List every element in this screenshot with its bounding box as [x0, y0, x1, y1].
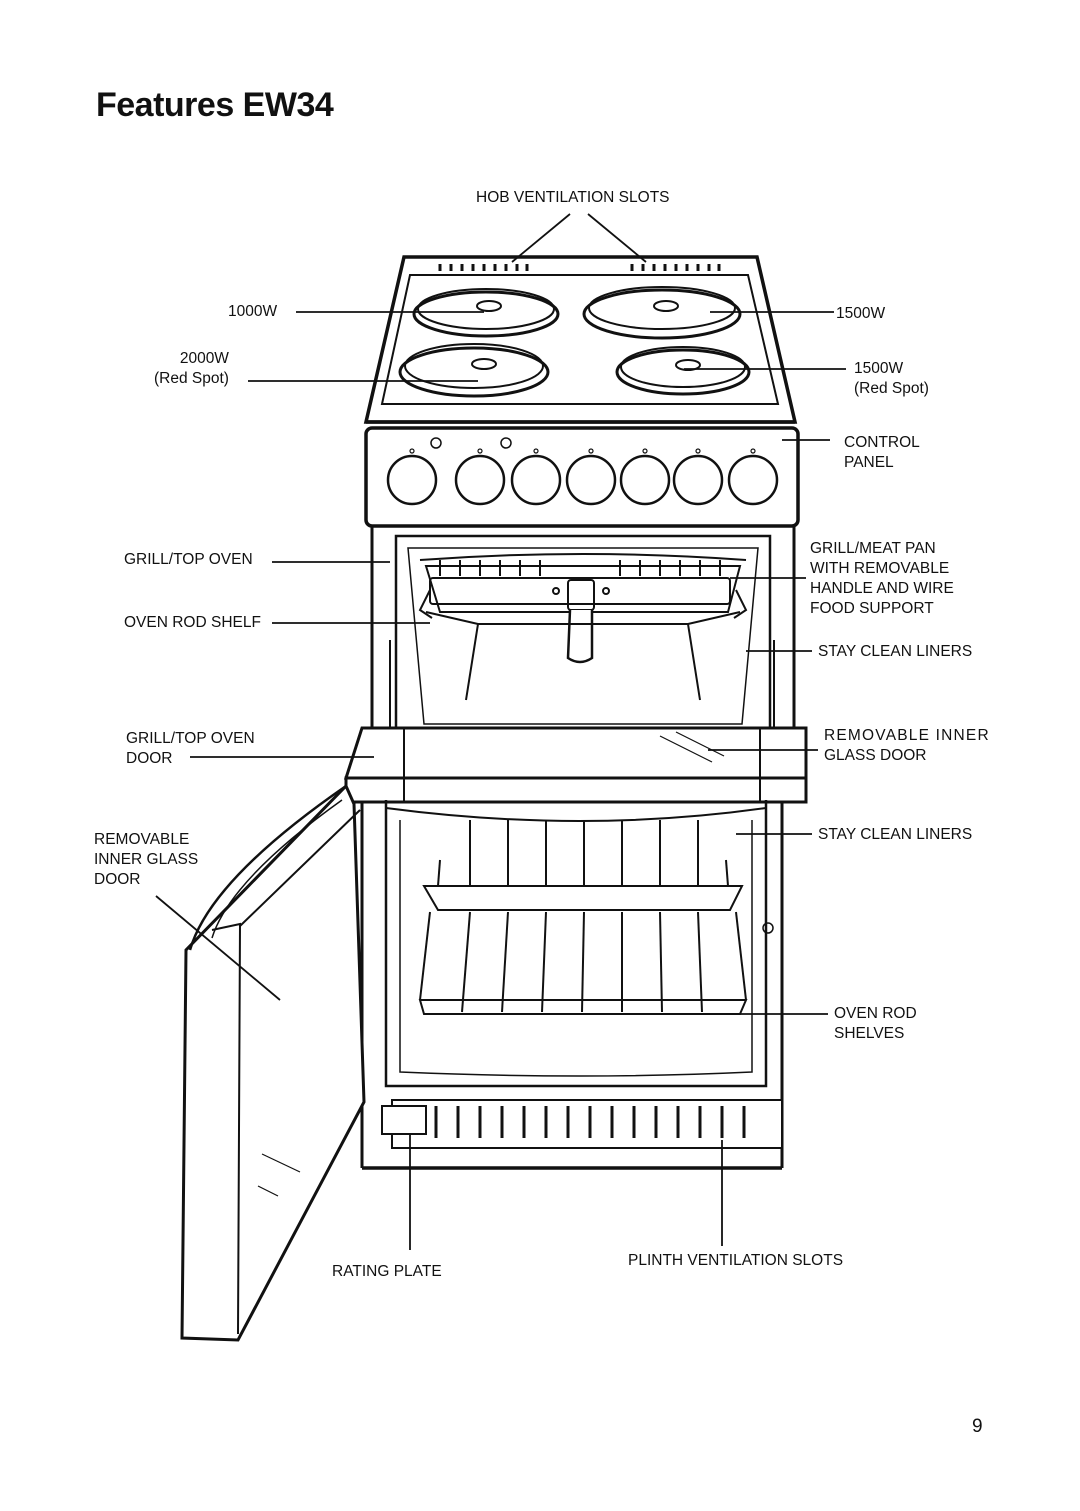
plinth-ventilation-slots: [434, 1106, 746, 1138]
label-grill-meat-pan: GRILL/MEAT PAN WITH REMOVABLE HANDLE AND…: [810, 539, 954, 619]
label-oven-rod-shelves: OVEN ROD SHELVES: [834, 1004, 917, 1044]
label-grill-meat-pan-line4: FOOD SUPPORT: [810, 600, 934, 617]
main-oven-upper-rod-shelf: [422, 820, 744, 911]
grill-oven-rod-shelf: [418, 589, 748, 701]
label-hotplate-2000w-line1: 2000W: [179, 350, 229, 367]
label-removable-inner-glass-door-left-line1: REMOVABLE: [94, 831, 190, 848]
label-oven-rod-shelves-line2: SHELVES: [834, 1025, 905, 1042]
grill-pan-handle: [552, 579, 610, 664]
hotplate-1000w: [412, 288, 560, 338]
grill-meat-pan: [424, 560, 742, 613]
label-removable-inner-glass-door-right-line2: GLASS DOOR: [824, 747, 927, 764]
page-title: Features EW34: [96, 86, 334, 124]
rating-plate: [381, 1105, 427, 1135]
label-removable-inner-glass-door-right-line1: REMOVABLE INNER: [824, 727, 990, 744]
label-hotplate-1500w-red-spot-line1: 1500W: [854, 360, 904, 377]
label-hotplate-2000w: 2000W (Red Spot): [154, 349, 229, 389]
label-hotplate-1500w-red-spot: 1500W (Red Spot): [854, 359, 929, 399]
hob-ventilation-slots: [438, 264, 721, 271]
grill-door-glass-reflection: [659, 731, 725, 763]
label-removable-inner-glass-door-left-line3: DOOR: [94, 871, 141, 888]
hotplate-2000w-red-spot: [398, 343, 550, 398]
plinth: [381, 1099, 783, 1149]
label-stay-clean-liners-top: STAY CLEAN LINERS: [818, 643, 973, 660]
label-control-panel: CONTROL PANEL: [844, 433, 920, 473]
label-hotplate-1500w-red-spot-line2: (Red Spot): [854, 380, 929, 397]
hotplate-1500w-red-spot: [615, 346, 751, 396]
label-hob-ventilation-slots: HOB VENTILATION SLOTS: [476, 189, 670, 206]
main-oven-door: [180, 783, 366, 1342]
label-grill-meat-pan-line2: WITH REMOVABLE: [810, 560, 950, 577]
label-grill-meat-pan-line3: HANDLE AND WIRE: [810, 580, 954, 597]
label-hotplate-1500w: 1500W: [836, 305, 886, 322]
control-knobs: [386, 454, 779, 506]
grill-top-oven-door: [343, 726, 808, 804]
label-grill-top-oven-door-line1: GRILL/TOP OVEN: [126, 730, 255, 747]
label-oven-rod-shelves-line1: OVEN ROD: [834, 1005, 917, 1022]
control-panel: [364, 426, 800, 528]
control-indicator-lights: [430, 437, 512, 449]
label-grill-meat-pan-line1: GRILL/MEAT PAN: [810, 540, 936, 557]
grill-top-oven: [375, 534, 777, 745]
page-number: 9: [972, 1416, 983, 1437]
label-removable-inner-glass-door-right: REMOVABLE INNER GLASS DOOR: [824, 726, 990, 766]
label-grill-top-oven: GRILL/TOP OVEN: [124, 551, 253, 568]
label-grill-top-oven-door-line2: DOOR: [126, 750, 173, 767]
label-control-panel-line1: CONTROL: [844, 434, 920, 451]
label-control-panel-line2: PANEL: [844, 454, 894, 471]
label-hotplate-2000w-line2: (Red Spot): [154, 370, 229, 387]
label-grill-top-oven-door: GRILL/TOP OVEN DOOR: [126, 729, 255, 769]
main-oven-lower-rod-shelf: [418, 911, 748, 1015]
main-oven: [384, 800, 774, 1088]
label-removable-inner-glass-door-left-line2: INNER GLASS: [94, 851, 199, 868]
label-removable-inner-glass-door-left: REMOVABLE INNER GLASS DOOR: [94, 830, 198, 890]
hotplate-1500w: [582, 286, 742, 340]
main-door-glass-reflection: [257, 1153, 301, 1197]
hob: [363, 255, 798, 424]
label-hotplate-1000w: 1000W: [228, 303, 278, 320]
label-oven-rod-shelf: OVEN ROD SHELF: [124, 614, 261, 631]
label-stay-clean-liners-bottom: STAY CLEAN LINERS: [818, 826, 973, 843]
label-plinth-ventilation-slots: PLINTH VENTILATION SLOTS: [628, 1252, 844, 1269]
leader-lines: [155, 213, 846, 1250]
label-rating-plate: RATING PLATE: [332, 1263, 442, 1280]
